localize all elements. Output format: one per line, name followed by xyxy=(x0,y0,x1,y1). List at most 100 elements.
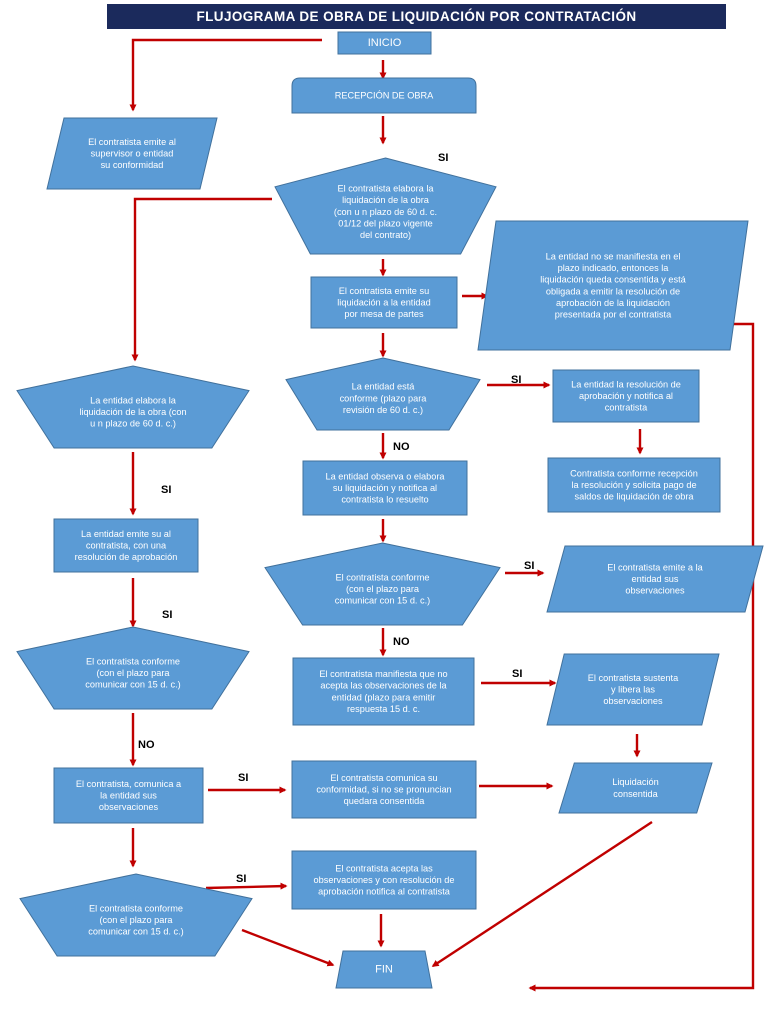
node-text-line: El contratista emite a la xyxy=(607,562,703,572)
node-text-line: contratista lo resuelto xyxy=(341,495,428,505)
node-text-line: respuesta 15 d. c. xyxy=(347,704,420,714)
node-text-line: revisión de 60 d. c.) xyxy=(343,405,423,415)
node-supervisor: El contratista emite al supervisor o enti… xyxy=(46,117,218,190)
node-text-line: obligada a emitir la resolución de xyxy=(546,286,680,296)
node-text-line: supervisor o entidad xyxy=(91,149,174,159)
node-text-line: RECEPCIÓN DE OBRA xyxy=(335,91,434,101)
node-emite-aprobacion: La entidad emite su al contratista, con u… xyxy=(53,518,199,573)
node-text-line: consentida xyxy=(613,789,658,799)
node-text-line: aprobación y notifica al xyxy=(579,391,673,401)
node-shape xyxy=(558,762,713,814)
node-text-line: Contratista conforme recepción xyxy=(570,468,698,478)
node-text-line: (con el plazo para xyxy=(96,668,170,678)
node-shape xyxy=(291,760,477,819)
node-text-line: contratista, con una xyxy=(86,541,167,551)
node-text-line: conforme (plazo para xyxy=(340,393,428,403)
node-text-line: resolución de aprobación xyxy=(75,552,178,562)
node-fin: FIN xyxy=(335,950,433,989)
node-text-line: comunicar con 15 d. c.) xyxy=(85,680,181,690)
node-text-line: liquidación de la obra (con xyxy=(79,407,186,417)
edge-label-si-2: SI xyxy=(161,484,171,496)
node-text-line: El contratista conforme xyxy=(89,903,183,913)
node-text-line: El contratista emite al xyxy=(88,137,176,147)
edge-label-si-4: SI xyxy=(162,609,172,621)
node-text-line: El contratista conforme xyxy=(336,572,430,582)
node-text-line: observaciones y con resolución de xyxy=(314,875,455,885)
node-shape xyxy=(335,950,433,989)
node-text-line: del contrato) xyxy=(360,230,411,240)
node-shape xyxy=(16,626,250,710)
node-shape xyxy=(274,157,497,255)
node-entidad-elabora: La entidad elabora la liquidación de la o… xyxy=(16,365,250,449)
node-text-line: El contratista sustenta xyxy=(588,673,679,683)
node-text-line: comunicar con 15 d. c.) xyxy=(335,596,431,606)
node-inicio: INICIO xyxy=(337,31,432,55)
node-text-line: acepta las observaciones de la xyxy=(320,681,447,691)
node-text-line: observaciones xyxy=(603,696,663,706)
node-text-line: liquidación de la obra xyxy=(342,195,430,205)
node-text-line: plazo indicado, entonces la xyxy=(558,263,670,273)
node-shape xyxy=(302,460,468,516)
arrow-inicio-supervisor xyxy=(129,38,322,112)
node-shape xyxy=(337,31,432,55)
node-shape xyxy=(291,77,477,114)
node-text-line: observaciones xyxy=(99,802,159,812)
node-sustenta: El contratista sustenta y libera lasobser… xyxy=(546,653,720,726)
edge-label-si-8: SI xyxy=(236,873,246,885)
node-text-line: su liquidación y notifica al xyxy=(333,483,437,493)
node-text-line: saldos de liquidación de obra xyxy=(574,492,694,502)
arrow-liquidacion-fin xyxy=(431,820,653,968)
node-text-line: La entidad no se manifiesta en el xyxy=(546,252,681,262)
node-text-line: aprobación notifica al contratista xyxy=(318,887,451,897)
node-conforme-15-center: El contratista conforme (con el plazo par… xyxy=(264,542,501,626)
arrow-conforme15b-acepta xyxy=(205,882,288,890)
node-shape xyxy=(53,518,199,573)
node-text-line: u n plazo de 60 d. c.) xyxy=(90,419,176,429)
arrow-elabora-entidad-elabora xyxy=(131,197,272,362)
node-shape xyxy=(547,457,721,513)
node-comunica-observaciones: El contratista, comunica a la entidad sus… xyxy=(53,767,204,824)
node-text-line: (con el plazo para xyxy=(346,584,420,594)
node-text-line: El contratista, comunica a xyxy=(76,779,182,789)
node-text-line: la entidad sus xyxy=(100,791,157,801)
page-title: FLUJOGRAMA DE OBRA DE LIQUIDACIÓN POR CO… xyxy=(107,4,726,29)
edge-label-no-3: NO xyxy=(138,739,155,751)
node-text-line: El contratista elabora la xyxy=(337,184,434,194)
node-text-line: quedara consentida xyxy=(344,796,426,806)
node-acepta: El contratista acepta las observaciones y… xyxy=(291,850,477,910)
node-shape xyxy=(477,220,749,351)
node-text-line: comunicar con 15 d. c.) xyxy=(88,927,184,937)
node-text-line: contratista xyxy=(605,403,648,413)
node-text-line: entidad (plazo para emitir xyxy=(332,692,436,702)
node-text-line: Liquidación xyxy=(612,777,659,787)
node-text-line: La entidad elabora la xyxy=(90,395,177,405)
edge-label-si-6: SI xyxy=(512,668,522,680)
node-conforme-15-bottom: El contratista conforme (con el plazo par… xyxy=(19,873,253,957)
node-recepcion: RECEPCIÓN DE OBRA xyxy=(291,77,477,114)
node-shape xyxy=(546,653,720,726)
node-text-line: y libera las xyxy=(611,685,655,695)
node-conforme-15-left: El contratista conforme(con el plazo par… xyxy=(16,626,250,710)
node-shape xyxy=(285,357,481,431)
node-shape xyxy=(310,276,458,329)
node-text-line: (con el plazo para xyxy=(99,915,173,925)
arrow-conforme15b-fin xyxy=(241,928,335,967)
node-shape xyxy=(552,369,700,423)
node-shape xyxy=(291,850,477,910)
node-text-line: El contratista acepta las xyxy=(335,863,433,873)
node-shape xyxy=(264,542,501,626)
node-shape xyxy=(292,657,475,726)
node-text-line: La entidad emite su al xyxy=(81,529,171,539)
node-text-line: La entidad está xyxy=(352,382,416,392)
node-text-line: El contratista emite su xyxy=(339,286,429,296)
node-shape xyxy=(19,873,253,957)
